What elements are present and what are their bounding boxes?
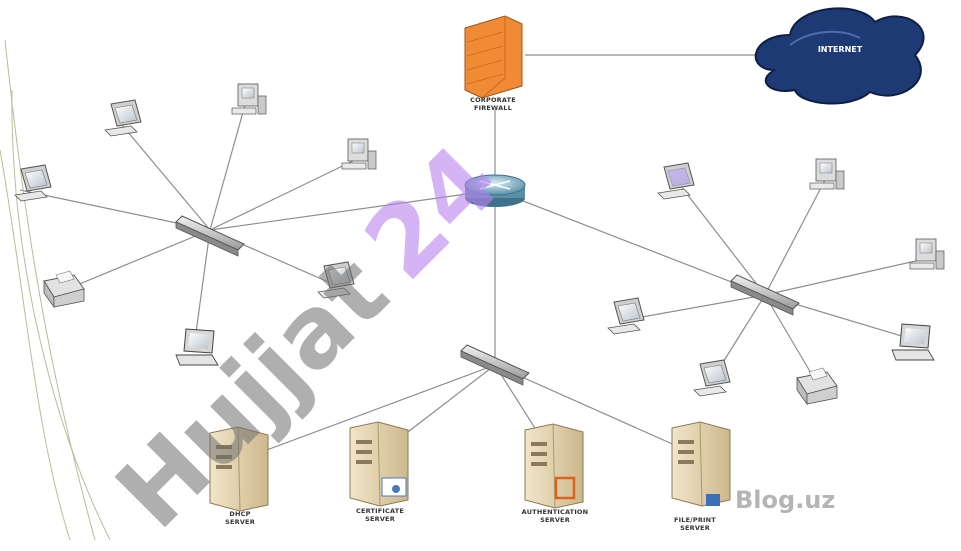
connection-lines: [19, 54, 921, 461]
decorative-curves: [0, 39, 111, 541]
workstation-icon: [909, 238, 945, 270]
firewall-icon: [464, 15, 523, 99]
file-print-server-label: FILE/PRINT SERVER: [640, 516, 750, 532]
workstation-icon: [693, 359, 731, 397]
workstation-icon: [657, 162, 695, 200]
dhcp-server-label-line1: DHCP: [229, 510, 251, 518]
internet-label: INTERNET: [817, 45, 863, 54]
authentication-server-label-line2: SERVER: [540, 516, 570, 524]
dhcp-server-label: DHCP SERVER: [185, 510, 295, 526]
printer-icon: [796, 367, 838, 405]
printer-icon: [43, 270, 85, 308]
router-icon: [464, 174, 526, 207]
watermark-blog: Blog.uz: [735, 486, 836, 514]
authentication-server-label: AUTHENTICATION SERVER: [500, 508, 610, 524]
certificate-server-icon: [349, 421, 409, 507]
file-print-server-label-line2: SERVER: [680, 524, 710, 532]
switch-right-icon: [730, 274, 800, 316]
switch-left-icon: [175, 215, 245, 257]
certificate-server-label: CERTIFICATE SERVER: [325, 507, 435, 523]
authentication-server-label-line1: AUTHENTICATION: [521, 508, 589, 516]
firewall-label-line2: FIREWALL: [473, 104, 513, 112]
internet-cloud-icon: [754, 7, 925, 105]
firewall-label-line1: CORPORATE: [470, 96, 516, 104]
certificate-server-label-line1: CERTIFICATE: [355, 507, 404, 515]
dhcp-server-label-line2: SERVER: [225, 518, 255, 526]
firewall-label: CORPORATE FIREWALL: [438, 96, 548, 112]
workstation-icon: [607, 297, 645, 335]
authentication-server-icon: [524, 423, 584, 509]
file-print-server-icon: [671, 421, 731, 507]
workstation-icon: [809, 158, 845, 190]
workstation-icon: [104, 99, 142, 137]
laptop-icon: [891, 323, 935, 361]
file-print-server-label-line1: FILE/PRINT: [674, 516, 716, 524]
workstation-icon: [231, 83, 267, 115]
certificate-server-label-line2: SERVER: [365, 515, 395, 523]
workstation-icon: [341, 138, 377, 170]
